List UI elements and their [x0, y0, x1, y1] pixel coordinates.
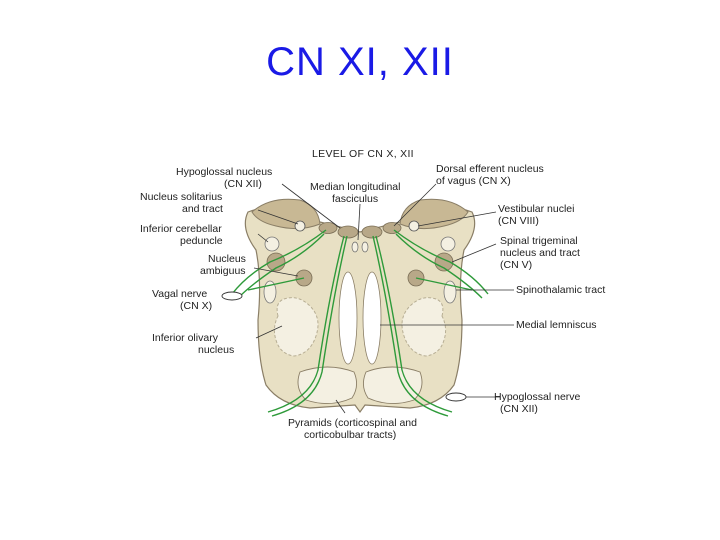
label-mlf: Median longitudinal [310, 181, 400, 193]
label-medial-lemniscus: Medial lemniscus [516, 319, 597, 331]
slide-title: CN XI, XII [266, 40, 454, 84]
label-inferior-cerebellar: Inferior cerebellar [140, 223, 222, 235]
nerve-fibers [231, 229, 489, 417]
diagram-heading: LEVEL OF CN X, XII [312, 148, 414, 160]
medial-lemniscus-left [338, 271, 358, 365]
label-hypoglossal-nerve-cn: (CN XII) [500, 403, 538, 415]
label-vestibular-cn: (CN VIII) [498, 215, 539, 227]
label-pyramids-tracts: corticobulbar tracts) [304, 429, 396, 441]
pyramid-right [363, 366, 423, 404]
inferior-olive-left [273, 297, 319, 357]
label-inferior-cerebellar-peduncle: peduncle [180, 235, 223, 247]
label-dorsal-efferent: Dorsal efferent nucleus [436, 163, 544, 175]
label-vagal-nerve-cn: (CN X) [180, 300, 212, 312]
label-pyramids: Pyramids (corticospinal and [288, 417, 417, 429]
label-nucleus-solitarius-tract: and tract [182, 203, 223, 215]
pyramid-left [297, 366, 357, 404]
label-spinal-trigeminal-tract: nucleus and tract [500, 247, 580, 259]
label-spinal-trigeminal: Spinal trigeminal [500, 235, 578, 247]
mlf-right [361, 241, 369, 253]
label-dorsal-efferent-vagus: of vagus (CN X) [436, 175, 511, 187]
label-mlf-fasciculus: fasciculus [332, 193, 378, 205]
label-inferior-olivary: Inferior olivary [152, 332, 219, 344]
label-nucleus-solitarius: Nucleus solitarius [140, 191, 222, 203]
solitarius-left [294, 220, 306, 232]
label-spinal-trigeminal-cn: (CN V) [500, 259, 532, 271]
icp-right [440, 236, 456, 252]
solitarius-right [408, 220, 420, 232]
label-hypoglossal-nerve: Hypoglossal nerve [494, 391, 581, 403]
label-hypoglossal-nucleus-cn: (CN XII) [224, 178, 262, 190]
label-vagal-nerve: Vagal nerve [152, 288, 207, 300]
icp-left [264, 236, 280, 252]
inferior-olive-right [401, 297, 447, 357]
hypoglossal-nucleus-left [337, 225, 359, 239]
hypoglossal-nerve-exit [445, 392, 467, 402]
label-nucleus-ambiguus-name: ambiguus [200, 265, 246, 277]
label-vestibular: Vestibular nuclei [498, 203, 574, 215]
leader-lines [253, 183, 514, 414]
medial-lemniscus-right [362, 271, 382, 365]
right-dorsal-cap [399, 198, 469, 230]
label-spinothalamic: Spinothalamic tract [516, 284, 605, 296]
hypoglossal-nucleus-right [361, 225, 383, 239]
dorsal-vagal-right [382, 222, 402, 234]
label-nucleus-ambiguus: Nucleus [208, 253, 246, 265]
vagal-nerve-exit [221, 291, 243, 301]
dorsal-vagal-left [318, 222, 338, 234]
mlf-left [351, 241, 359, 253]
left-dorsal-cap [251, 198, 321, 230]
label-inferior-olivary-nucleus: nucleus [198, 344, 234, 356]
label-hypoglossal-nucleus: Hypoglossal nucleus [176, 166, 272, 178]
